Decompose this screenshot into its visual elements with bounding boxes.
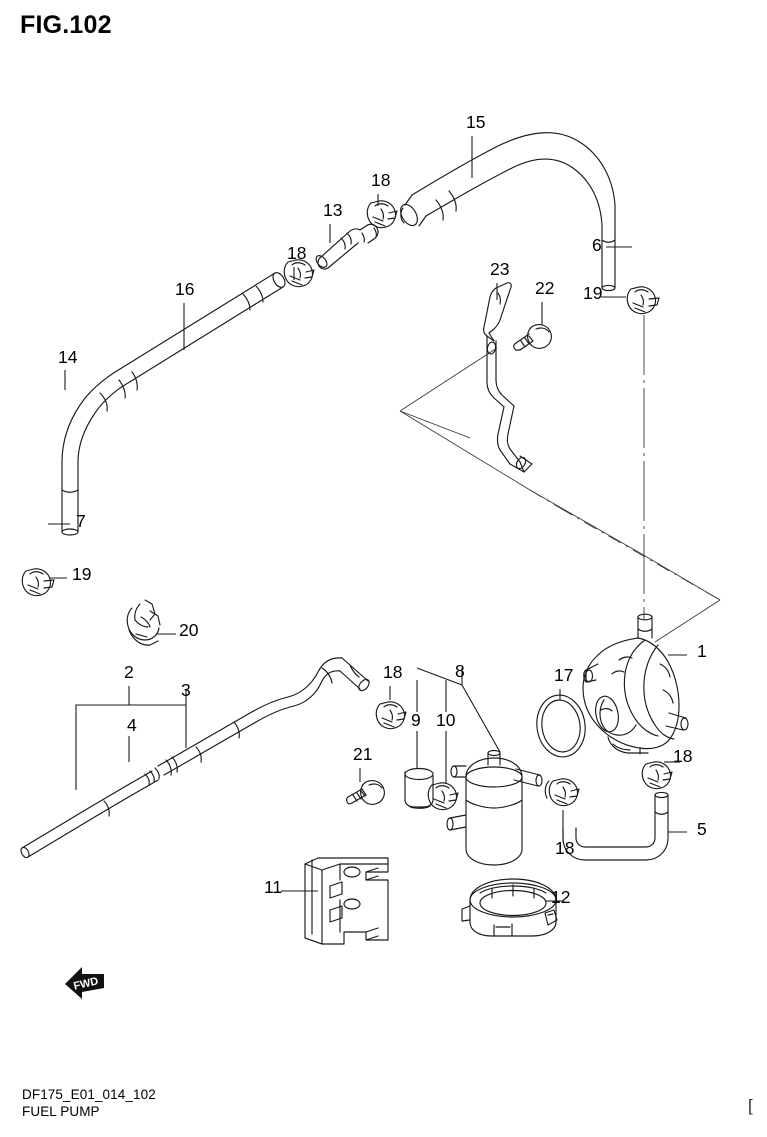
hose-clamp-18-mid — [375, 701, 407, 730]
callout-9: 9 — [411, 710, 421, 730]
hose-joint-connector-13 — [315, 223, 379, 270]
hose-clamp-18-hose5 — [641, 761, 673, 790]
filter-spacer-9 — [404, 767, 434, 809]
o-ring-17 — [536, 694, 586, 758]
callout-13: 13 — [323, 200, 343, 220]
callout-18-b: 18 — [371, 170, 391, 190]
fwd-label: FWD — [72, 975, 99, 992]
hose-clip-19-right — [626, 286, 660, 315]
hose-16-14-7 — [61, 272, 286, 536]
callout-21: 21 — [353, 744, 373, 764]
callout-19-a: 19 — [72, 564, 92, 584]
mounting-bracket-11 — [304, 857, 389, 945]
callout-8: 8 — [455, 661, 465, 681]
hose-5 — [562, 791, 669, 861]
figure-title: FIG.102 — [20, 11, 112, 39]
hose-15-6 — [400, 132, 616, 292]
callout-18-c: 18 — [383, 662, 403, 682]
callout-6: 6 — [592, 235, 602, 255]
callout-10: 10 — [436, 710, 456, 730]
callout-2: 2 — [124, 662, 134, 682]
callout-15: 15 — [466, 112, 486, 132]
callout-18-d: 18 — [673, 746, 693, 766]
callout-1: 1 — [697, 641, 707, 661]
callout-16: 16 — [175, 279, 195, 299]
callout-19-b: 19 — [583, 283, 603, 303]
callout-18-a: 18 — [287, 243, 307, 263]
hose-clamp-18-filter-right — [548, 778, 580, 807]
callout-5: 5 — [697, 819, 707, 839]
bolt-22 — [513, 324, 552, 351]
leader-lines — [48, 136, 687, 902]
hose-holder-clip-20 — [126, 599, 161, 646]
bolt-21 — [346, 780, 385, 805]
callout-20: 20 — [179, 620, 199, 640]
fwd-direction-marker: FWD — [65, 967, 104, 999]
hose-clip-19-left — [21, 568, 55, 597]
callout-12: 12 — [551, 887, 571, 907]
callout-7: 7 — [76, 511, 86, 531]
footer-name: FUEL PUMP — [22, 1104, 100, 1119]
callout-4: 4 — [127, 715, 137, 735]
hose-clamp-18-upper — [283, 259, 315, 288]
support-stay-bracket-23 — [483, 282, 533, 473]
callout-14: 14 — [58, 347, 78, 367]
callout-17: 17 — [554, 665, 574, 685]
footer-code: DF175_E01_014_102 — [22, 1087, 156, 1102]
callout-22: 22 — [535, 278, 555, 298]
callout-23: 23 — [490, 259, 510, 279]
fuel-filter-8 — [446, 749, 543, 866]
figure-footer: DF175_E01_014_102 FUEL PUMP — [22, 1086, 156, 1120]
fuel-pump-assembly-1 — [582, 613, 689, 755]
corner-bracket-mark: [ — [748, 1096, 753, 1115]
hose-2-3-4 — [20, 657, 370, 859]
filter-holder-ring-12 — [461, 878, 558, 937]
callout-11: 11 — [264, 877, 283, 897]
callout-18-e: 18 — [555, 838, 575, 858]
callout-3: 3 — [181, 680, 191, 700]
assembly-reference-lines — [399, 315, 721, 643]
hose-clamp-10 — [427, 782, 459, 811]
hose-clamp-18-left-of-hose5 — [544, 780, 550, 799]
hose-clamp-18-upper2 — [366, 200, 398, 229]
